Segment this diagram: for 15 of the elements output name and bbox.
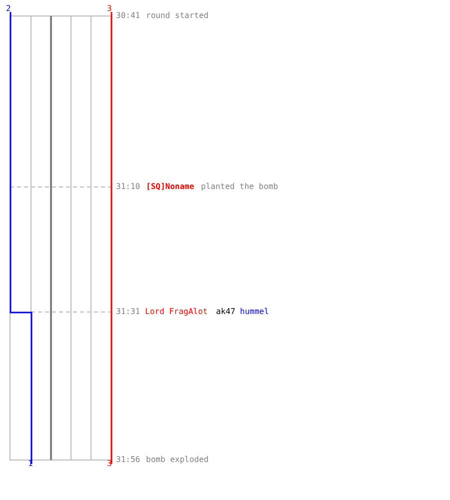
timestamp: 31:56 <box>116 455 140 465</box>
player-count: 2 <box>6 4 11 14</box>
timestamp: 31:31 <box>116 307 140 317</box>
player-count: 1 <box>28 459 33 469</box>
player-count: 3 <box>107 459 112 469</box>
weapon-name: ak47 <box>216 307 236 317</box>
event-text: round started <box>146 11 209 21</box>
player-count: 3 <box>107 4 112 14</box>
player-name: hummel <box>240 307 269 317</box>
event-text: planted the bomb <box>201 182 278 192</box>
timestamp: 31:10 <box>116 182 140 192</box>
event-text: bomb exploded <box>146 455 209 465</box>
player-name: Lord FragAlot <box>145 307 208 317</box>
timestamp: 30:41 <box>116 11 140 21</box>
player-name: [SQ]Noname <box>146 182 194 192</box>
